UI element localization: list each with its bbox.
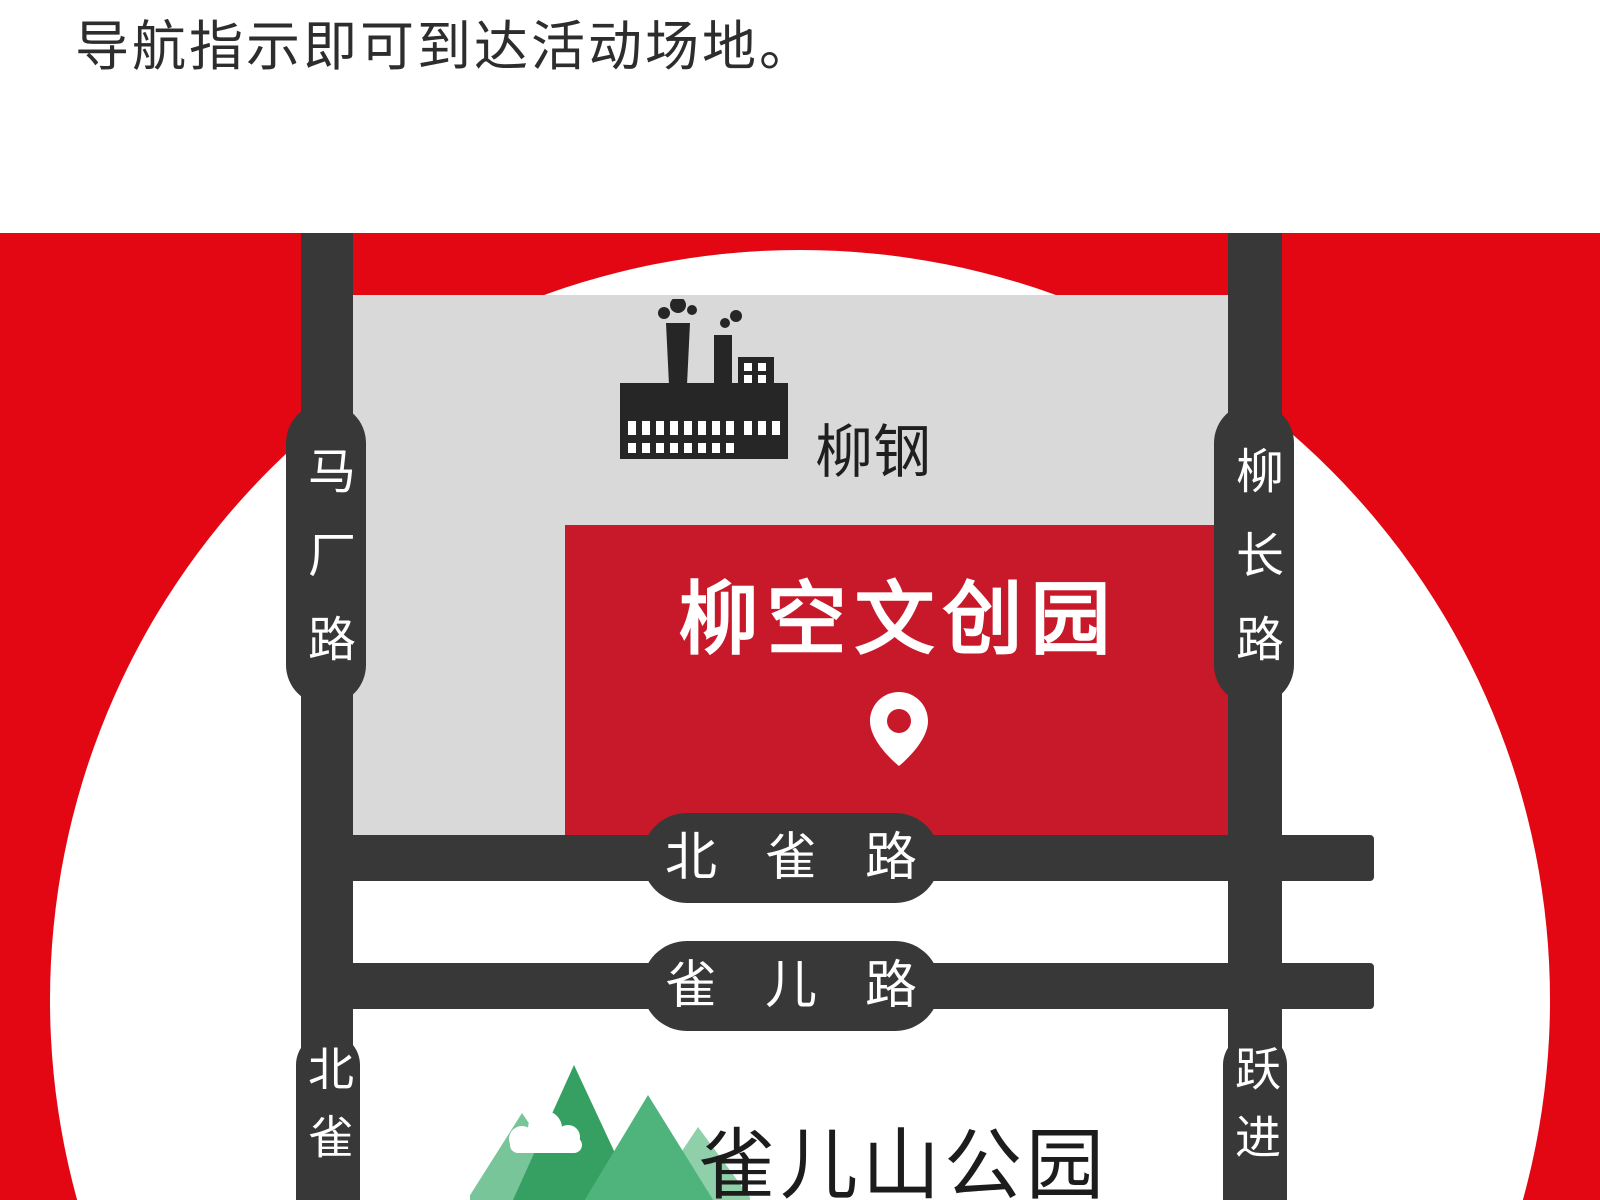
venue-name: 柳空文创园 [678, 575, 1119, 664]
venue-block: 柳空文创园 [565, 525, 1232, 842]
location-pin-icon [869, 692, 928, 766]
road-badge-beique-label: 北雀路 [665, 829, 966, 887]
road-badge-yuejin-label: 跃进 [1229, 1045, 1281, 1181]
road-badge-machang: 马厂路 [286, 403, 366, 705]
cloud-icon [509, 1111, 582, 1153]
road-badge-beique-south: 北雀 [296, 1033, 360, 1200]
road-badge-queer: 雀儿路 [642, 941, 940, 1031]
intro-text: 导航指示即可到达活动场地。 [75, 17, 816, 77]
park-name: 雀儿山公园 [698, 1121, 1109, 1200]
mountain-park-icon [470, 1065, 750, 1200]
road-badge-beique: 北雀路 [642, 813, 940, 903]
road-badge-yuejin: 跃进 [1223, 1033, 1287, 1200]
map-section: 柳钢 柳空文创园 雀儿山公园 [0, 233, 1600, 1200]
road-badge-liuchang-label: 柳长路 [1228, 446, 1281, 698]
road-badge-beique-south-label: 北雀 [302, 1045, 354, 1181]
road-badge-machang-label: 马厂路 [300, 446, 353, 698]
factory-label: 柳钢 [815, 420, 932, 485]
factory-icon [620, 299, 788, 459]
road-badge-queer-label: 雀儿路 [665, 957, 966, 1015]
intro-section: 导航指示即可到达活动场地。 [0, 0, 1600, 233]
road-badge-liuchang: 柳长路 [1214, 403, 1294, 705]
